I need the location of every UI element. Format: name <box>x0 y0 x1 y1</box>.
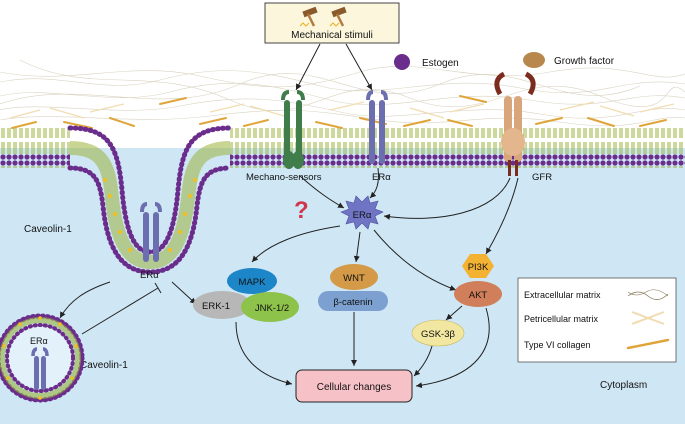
legend-extracellular-label: Extracellular matrix <box>524 290 601 300</box>
gfr-receptor <box>494 71 536 176</box>
akt-node: AKT <box>454 281 502 307</box>
arrow-gfr-to-er <box>383 177 511 220</box>
estogen-label: Estogen <box>422 58 459 69</box>
arrow-stimuli-to-er <box>345 43 373 91</box>
er-alpha-caveola-receptor <box>140 202 162 262</box>
pericellular-matrix-icon <box>631 311 665 325</box>
mechano-sensors-label: Mechano-sensors <box>246 172 322 183</box>
growth-factor-icon <box>523 52 545 68</box>
cytoplasm-label: Cytoplasm <box>600 380 647 391</box>
er-alpha-central-node: ERα <box>340 195 384 230</box>
growth-factor-label: Growth factor <box>554 56 615 67</box>
gfr-label: GFR <box>532 172 552 183</box>
extracellular-matrix-icon <box>627 291 669 300</box>
arrow-mechanosensor-to-er <box>299 175 345 209</box>
wnt-label: WNT <box>343 273 365 284</box>
legend-collagen-label: Type VI collagen <box>524 340 591 350</box>
inhibition-vesicle-to-erk <box>81 282 162 335</box>
cellular-changes-box: Cellular changes <box>295 369 413 403</box>
mapk-node: MAPK <box>227 268 277 294</box>
er-alpha-membrane-receptor <box>366 90 388 164</box>
beta-catenin-node: β-catenin <box>318 291 388 311</box>
wnt-node: WNT <box>330 264 378 290</box>
question-mark-icon: ? <box>294 197 309 224</box>
hammer-icon <box>299 6 347 27</box>
er-alpha-caveola-label: ERα <box>140 270 159 281</box>
er-alpha-vesicle-label: ERα <box>30 336 48 346</box>
gsk3b-label: GSK-3β <box>421 329 456 340</box>
caveolin-1-label-top: Caveolin-1 <box>24 224 72 235</box>
arrow-mapk-to-changes <box>235 321 293 386</box>
mechanical-stimuli-label: Mechanical stimuli <box>291 30 373 41</box>
arrow-caveola-to-erk <box>171 281 197 305</box>
arrow-gsk-to-changes <box>413 345 433 377</box>
arrow-akt-to-gsk <box>445 305 463 321</box>
cellular-changes-label: Cellular changes <box>317 382 392 393</box>
estogen-icon <box>394 54 410 70</box>
arrow-membrane-er-to-er <box>369 167 379 199</box>
arrow-er-to-mapk <box>251 225 341 263</box>
extracellular-matrix-fibers <box>0 59 685 127</box>
mechanical-stimuli-box: Mechanical stimuli <box>264 2 400 44</box>
mechano-sensor-receptor <box>281 90 305 169</box>
caveolin-1-label-bottom: Caveolin-1 <box>80 360 128 371</box>
beta-catenin-label: β-catenin <box>333 297 372 308</box>
pericellular-matrix <box>9 101 675 119</box>
arrow-stimuli-to-mechanosensor <box>295 43 321 91</box>
arrow-er-to-wnt <box>353 231 361 263</box>
jnk-node: JNK-1/2 <box>241 292 299 322</box>
matrix-legend: Extracellular matrix Petricellular matri… <box>517 277 677 363</box>
plasma-membrane <box>0 125 685 275</box>
akt-label: AKT <box>469 290 488 301</box>
pi3k-label: PI3K <box>468 262 489 273</box>
legend-pericellular-label: Petricellular matrix <box>524 314 599 324</box>
type-vi-collagen-icon <box>626 338 670 350</box>
er-alpha-central-label: ERα <box>353 210 372 221</box>
gsk3b-node: GSK-3β <box>411 319 465 347</box>
caveolar-vesicle <box>0 313 85 403</box>
erk1-node: ERK-1 <box>193 291 251 319</box>
type-vi-collagen-fibers <box>11 95 667 129</box>
arrow-gfr-to-pi3k <box>485 177 519 255</box>
jnk-label: JNK-1/2 <box>255 303 289 314</box>
arrow-akt-to-changes <box>415 307 490 389</box>
er-alpha-membrane-label: ERα <box>372 172 391 183</box>
arrow-er-to-akt <box>373 229 457 291</box>
erk1-label: ERK-1 <box>202 301 230 312</box>
mapk-label: MAPK <box>239 277 267 288</box>
pi3k-node: PI3K <box>462 254 494 278</box>
arrow-caveola-to-vesicle <box>59 281 111 319</box>
